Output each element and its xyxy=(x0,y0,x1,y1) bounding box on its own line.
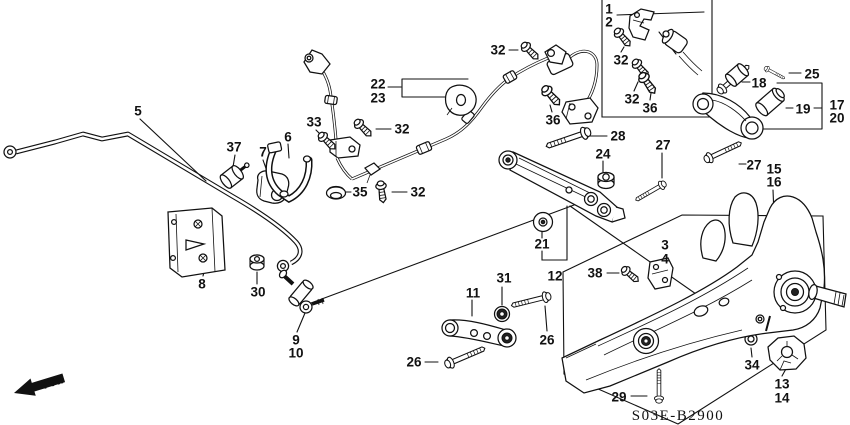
part-label-5-4: 5 xyxy=(134,104,142,119)
part-label-36-42: 36 xyxy=(642,101,658,116)
part-label-29-30: 29 xyxy=(611,390,626,405)
abs-sensor-rear-left xyxy=(303,49,361,181)
bracket-6 xyxy=(265,141,313,204)
trailing-arm xyxy=(561,192,847,394)
part-label-32-35: 32 xyxy=(624,92,639,107)
bolt-26-b xyxy=(509,290,553,312)
part-label-6-5: 6 xyxy=(284,130,292,145)
bolt-32-d xyxy=(351,116,376,141)
labels-layer: 1234567891011121314151617181920212223242… xyxy=(134,2,844,406)
nut-24 xyxy=(597,171,615,190)
fr-direction: FR. xyxy=(14,371,66,396)
part-label-10-9: 10 xyxy=(288,346,303,361)
bracket-8 xyxy=(167,207,226,278)
part-label-9-8: 9 xyxy=(292,333,300,348)
group-box-15-16 xyxy=(562,214,827,425)
callout-lines xyxy=(139,0,827,425)
part-label-23-22: 23 xyxy=(370,91,386,106)
screw-38 xyxy=(618,263,642,286)
sensor-bracket-left xyxy=(329,136,361,159)
part-label-2-1: 2 xyxy=(605,15,613,30)
part-label-17-16: 17 xyxy=(829,98,844,113)
harness-grommet xyxy=(444,84,477,116)
part-label-14-13: 14 xyxy=(774,391,790,406)
part-label-27-27: 27 xyxy=(655,138,670,153)
part-label-33-38: 33 xyxy=(306,115,322,130)
bushing-30 xyxy=(249,254,265,271)
cap-35 xyxy=(325,185,347,200)
bushing-21 xyxy=(532,211,554,233)
knuckle-horn xyxy=(728,192,759,247)
part-label-15-14: 15 xyxy=(766,162,782,177)
abs-sensor-rear-right xyxy=(351,44,599,184)
part-label-32-34: 32 xyxy=(613,53,628,68)
stabilizer-bar xyxy=(3,131,303,273)
hub-spindle xyxy=(773,270,847,314)
part-label-31-32: 31 xyxy=(496,271,512,286)
bolt-32-e xyxy=(374,179,390,204)
compensator-arm xyxy=(692,92,764,140)
part-label-13-12: 13 xyxy=(774,377,790,392)
hub-guard xyxy=(767,335,807,371)
bolt-28 xyxy=(543,124,594,153)
part-label-28-29: 28 xyxy=(610,129,626,144)
part-label-27-28: 27 xyxy=(746,158,761,173)
stabilizer-link xyxy=(278,269,325,314)
leader-link-to-arm xyxy=(310,204,575,304)
bolt-27-a xyxy=(633,178,669,205)
bolt-32-a xyxy=(518,39,543,64)
part-label-26-25: 26 xyxy=(406,355,422,370)
part-label-22-21: 22 xyxy=(370,77,385,92)
part-label-26-26: 26 xyxy=(539,333,555,348)
part-label-12-11: 12 xyxy=(547,269,562,284)
mount-37 xyxy=(219,162,250,189)
bolt-26-a xyxy=(442,342,488,371)
sensor-bracket-right xyxy=(561,97,599,125)
part-label-1-0: 1 xyxy=(605,2,613,17)
diagram-code: S03E-B2900 xyxy=(632,408,725,424)
group-box-1-2 xyxy=(601,0,713,118)
lower-arm-12 xyxy=(498,150,626,223)
arm-11 xyxy=(441,319,517,348)
part-label-20-19: 20 xyxy=(829,111,844,126)
part-label-36-41: 36 xyxy=(545,113,561,128)
bracket-3-4 xyxy=(647,257,674,290)
bolt-36-a xyxy=(538,82,565,110)
part-label-19-18: 19 xyxy=(795,102,810,117)
part-label-21-20: 21 xyxy=(534,237,550,252)
part-label-38-44: 38 xyxy=(587,266,603,281)
sensor-bracket-group xyxy=(628,8,703,76)
brackets xyxy=(167,141,674,290)
bolt-25 xyxy=(762,64,787,82)
part-label-34-39: 34 xyxy=(744,358,760,373)
part-label-11-10: 11 xyxy=(466,286,481,301)
part-label-8-7: 8 xyxy=(198,277,206,292)
bracket-1-2 xyxy=(628,8,655,41)
part-label-4-3: 4 xyxy=(661,252,669,267)
part-label-35-40: 35 xyxy=(352,185,368,200)
part-label-37-43: 37 xyxy=(226,140,241,155)
bolt-27-b xyxy=(701,137,745,166)
part-label-32-33: 32 xyxy=(490,43,505,58)
bolt-29 xyxy=(653,368,665,404)
bolt-bushing-18 xyxy=(714,61,753,97)
part-label-24-23: 24 xyxy=(595,147,611,162)
fr-label: FR. xyxy=(40,371,64,391)
part-label-25-24: 25 xyxy=(804,67,820,82)
bolt-36-b xyxy=(635,69,660,98)
part-label-32-37: 32 xyxy=(410,185,425,200)
part-label-16-15: 16 xyxy=(766,175,782,190)
part-label-30-31: 30 xyxy=(250,285,265,300)
part-label-32-36: 32 xyxy=(394,122,409,137)
part-label-18-17: 18 xyxy=(751,76,767,91)
fr-arrow-icon xyxy=(14,373,66,396)
part-label-7-6: 7 xyxy=(259,145,267,160)
bushing-19 xyxy=(755,87,785,117)
part-label-3-2: 3 xyxy=(661,238,669,253)
washer-31 xyxy=(493,305,511,323)
